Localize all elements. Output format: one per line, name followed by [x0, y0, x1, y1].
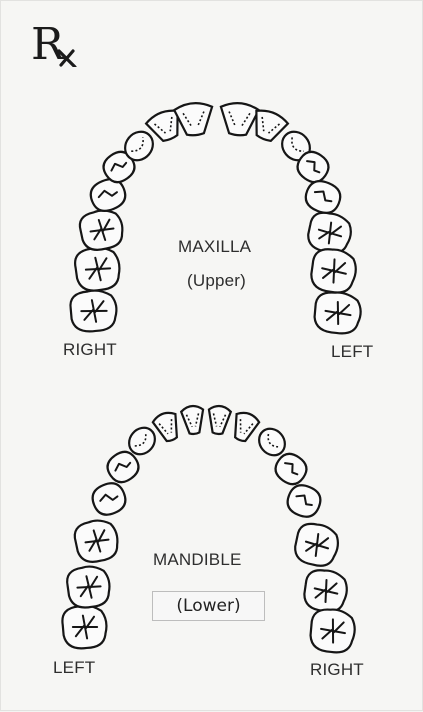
mandible-tooth-7 [151, 410, 183, 445]
mandible-tooth-4 [89, 479, 130, 519]
maxilla-title: MAXILLA [178, 237, 251, 257]
mandible-tooth-2 [65, 564, 112, 610]
maxilla-left-side-label: LEFT [331, 342, 373, 362]
mandible-tooth-16 [309, 608, 356, 654]
maxilla-right-side-label: RIGHT [63, 340, 117, 360]
mandible-tooth-14 [292, 521, 341, 569]
mandible-right-side-label: RIGHT [310, 660, 364, 680]
mandible-tooth-3 [72, 517, 121, 565]
mandible-subtitle-box: (Lower) [152, 591, 265, 621]
mandible-tooth-13 [284, 481, 325, 521]
mandible-tooth-1 [61, 604, 108, 650]
mandible-title: MANDIBLE [153, 550, 242, 570]
mandible-subtitle: (Lower) [176, 596, 240, 616]
maxilla-subtitle: (Upper) [187, 271, 246, 291]
mandible-left-side-label: LEFT [53, 658, 95, 678]
mandible-tooth-9 [206, 405, 231, 435]
mandible-tooth-8 [181, 405, 206, 435]
mandible-tooth-15 [302, 568, 349, 614]
mandible-tooth-10 [229, 410, 261, 445]
